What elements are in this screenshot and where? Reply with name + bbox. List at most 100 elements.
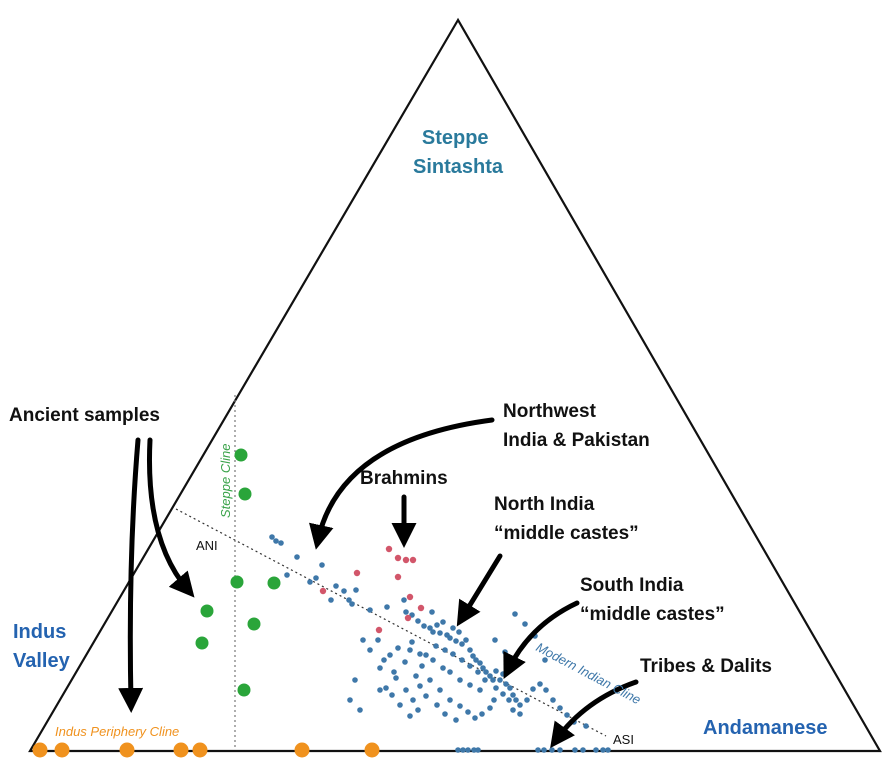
modern-sample-point xyxy=(512,611,518,617)
modern-sample-point xyxy=(457,703,463,709)
brahmin-sample-point xyxy=(375,626,383,634)
modern-sample-point xyxy=(506,697,512,703)
modern-sample-point xyxy=(349,601,355,607)
arrow-north-india xyxy=(456,553,503,627)
modern-sample-point xyxy=(507,685,513,691)
modern-sample-point xyxy=(487,673,493,679)
modern-sample-point xyxy=(500,691,506,697)
modern-sample-point xyxy=(352,677,358,683)
modern-sample-point xyxy=(440,665,446,671)
brahmin-samples-points xyxy=(319,545,425,634)
arrow-south-india xyxy=(503,600,580,679)
modern-sample-point xyxy=(564,712,570,718)
modern-sample-point xyxy=(490,677,496,683)
modern-sample-point xyxy=(434,622,440,628)
modern-sample-point xyxy=(479,711,485,717)
modern-sample-point xyxy=(294,554,300,560)
modern-sample-point xyxy=(487,705,493,711)
modern-sample-point xyxy=(427,625,433,631)
ancient-sample-point xyxy=(195,636,209,650)
modern-sample-point xyxy=(557,705,563,711)
modern-sample-point xyxy=(442,711,448,717)
modern-sample-point xyxy=(429,609,435,615)
modern-sample-point xyxy=(433,643,439,649)
modern-sample-point xyxy=(482,677,488,683)
modern-sample-point xyxy=(537,681,543,687)
brahmin-sample-point xyxy=(404,614,412,622)
arrow-ancient-to-orange xyxy=(118,437,144,713)
modern-sample-point xyxy=(313,575,319,581)
modern-sample-point xyxy=(389,692,395,698)
brahmin-sample-point xyxy=(406,593,414,601)
modern-sample-point xyxy=(423,652,429,658)
modern-sample-point xyxy=(459,641,465,647)
modern-sample-point xyxy=(391,669,397,675)
modern-sample-point xyxy=(328,597,334,603)
modern-sample-point xyxy=(346,597,352,603)
ancient-sample-point xyxy=(267,576,281,590)
modern-sample-point xyxy=(395,645,401,651)
indus-periphery-point xyxy=(364,742,380,758)
annotation-south-india: South India “middle castes” xyxy=(580,575,725,625)
modern-sample-point xyxy=(447,697,453,703)
ternary-triangle xyxy=(28,17,882,753)
modern-sample-point xyxy=(510,692,516,698)
modern-sample-point xyxy=(557,747,563,753)
modern-sample-point xyxy=(367,647,373,653)
ancient-sample-point xyxy=(237,683,251,697)
modern-sample-point xyxy=(447,635,453,641)
arrow-ancient-to-green xyxy=(147,437,195,598)
modern-sample-point xyxy=(430,629,436,635)
modern-sample-point xyxy=(530,686,536,692)
modern-sample-point xyxy=(407,647,413,653)
ancient-sample-point xyxy=(230,575,244,589)
modern-sample-point xyxy=(284,572,290,578)
modern-sample-point xyxy=(419,663,425,669)
modern-sample-point xyxy=(453,638,459,644)
modern-sample-point xyxy=(473,657,479,663)
modern-sample-point xyxy=(430,657,436,663)
modern-sample-point xyxy=(456,629,462,635)
modern-sample-point xyxy=(467,647,473,653)
modern-sample-point xyxy=(421,623,427,629)
modern-sample-point xyxy=(457,677,463,683)
modern-sample-point xyxy=(387,652,393,658)
modern-sample-point xyxy=(393,675,399,681)
modern-sample-point xyxy=(415,707,421,713)
modern-sample-point xyxy=(434,702,440,708)
modern-sample-point xyxy=(492,637,498,643)
brahmin-sample-point xyxy=(394,554,402,562)
modern-sample-point xyxy=(409,639,415,645)
corner-label-top: Steppe Sintashta xyxy=(413,127,504,178)
ancient-samples-points xyxy=(195,448,281,697)
modern-sample-point xyxy=(413,673,419,679)
modern-sample-point xyxy=(497,677,503,683)
modern-sample-point xyxy=(491,697,497,703)
annotation-tribes: Tribes & Dalits xyxy=(640,656,772,677)
modern-sample-point xyxy=(377,665,383,671)
modern-sample-point xyxy=(502,649,508,655)
arrow-tribes xyxy=(550,679,639,749)
modern-sample-point xyxy=(437,630,443,636)
annotation-northwest: Northwest India & Pakistan xyxy=(503,401,650,451)
modern-sample-point xyxy=(600,747,606,753)
indus-periphery-point xyxy=(32,742,48,758)
modern-sample-point xyxy=(475,669,481,675)
modern-sample-point xyxy=(572,747,578,753)
annotation-arrows xyxy=(118,417,639,749)
modern-sample-point xyxy=(407,713,413,719)
modern-cline-label: Modern Indian Cline xyxy=(534,639,644,707)
modern-sample-point xyxy=(410,697,416,703)
modern-sample-point xyxy=(417,683,423,689)
modern-sample-point xyxy=(471,747,477,753)
brahmin-sample-point xyxy=(394,573,402,581)
indus-periphery-point xyxy=(54,742,70,758)
modern-sample-point xyxy=(480,665,486,671)
ancient-sample-point xyxy=(247,617,261,631)
modern-sample-point xyxy=(453,717,459,723)
modern-sample-point xyxy=(605,747,611,753)
modern-sample-point xyxy=(465,747,471,753)
steppe-cline-label: Steppe Cline xyxy=(218,444,233,518)
modern-sample-point xyxy=(477,687,483,693)
modern-sample-point xyxy=(417,651,423,657)
